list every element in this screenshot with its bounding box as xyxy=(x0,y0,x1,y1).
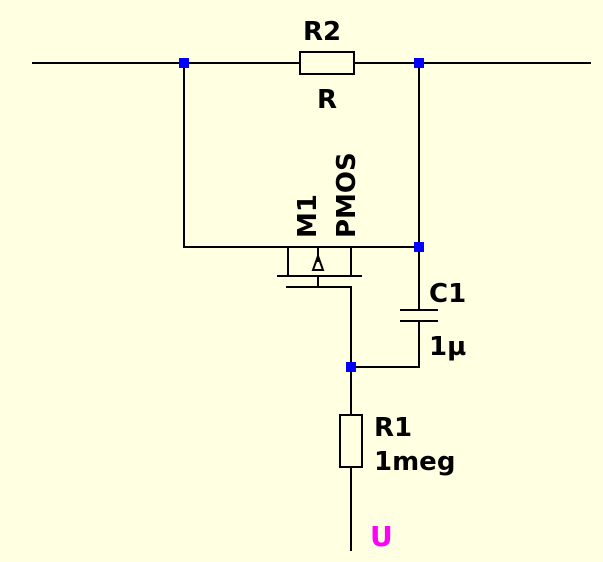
mosfet-m1-name: M1 xyxy=(293,194,323,238)
resistor-r2-value: R xyxy=(317,85,337,115)
resistor-r1[interactable]: R1 1meg xyxy=(339,413,455,477)
mosfet-m1[interactable]: M1 PMOS xyxy=(277,152,362,288)
resistor-r1-name: R1 xyxy=(374,413,412,443)
junction-dot-output[interactable] xyxy=(346,362,356,372)
capacitor-c1-name: C1 xyxy=(429,279,466,309)
junction-dot-top-left[interactable] xyxy=(179,58,189,68)
capacitor-c1-value: 1µ xyxy=(429,332,466,362)
resistor-r2-name: R2 xyxy=(303,17,341,47)
resistor-r2-body xyxy=(299,51,355,75)
resistor-r1-body xyxy=(339,414,363,468)
wires xyxy=(32,62,591,551)
mosfet-m1-body-arrow xyxy=(311,253,325,271)
resistor-r1-value: 1meg xyxy=(374,447,455,477)
junctions xyxy=(179,58,424,372)
net-label-u[interactable]: U xyxy=(370,520,393,553)
capacitor-c1[interactable]: C1 1µ xyxy=(400,279,466,362)
mosfet-m1-model: PMOS xyxy=(332,152,362,238)
resistor-r2[interactable]: R2 R xyxy=(299,17,355,115)
junction-dot-gate-rail[interactable] xyxy=(414,242,424,252)
junction-dot-top-right[interactable] xyxy=(414,58,424,68)
